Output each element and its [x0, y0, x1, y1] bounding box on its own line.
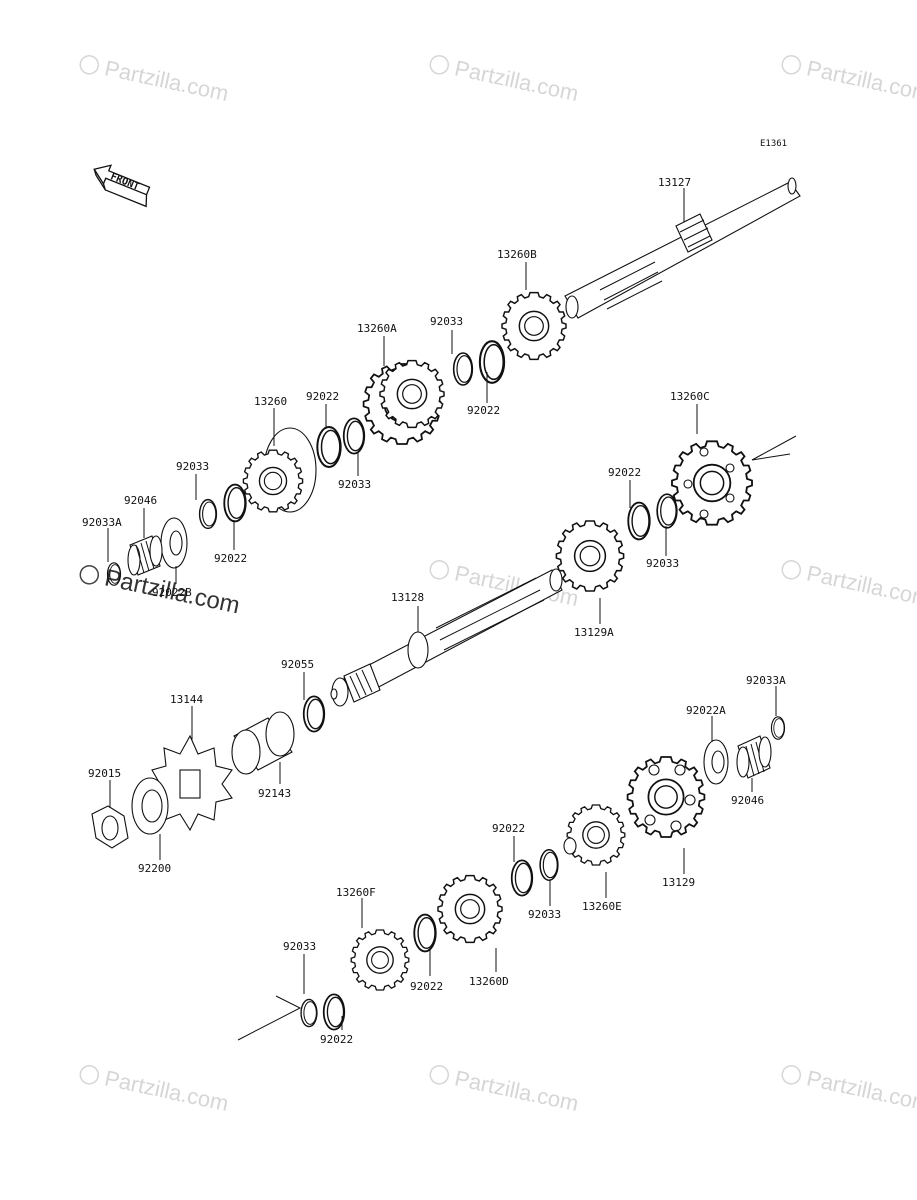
diagram-code: E1361: [760, 139, 787, 149]
gear-13260D: [437, 874, 503, 944]
circlip-92033: [198, 498, 218, 530]
gear-13260A-inner: [379, 359, 445, 429]
callout-13129: 13129: [662, 876, 695, 889]
callout-92143: 92143: [258, 787, 291, 800]
washer-92022A: [703, 739, 729, 785]
circlip-92033A-lower: [770, 716, 786, 740]
watermark-text: Partzilla.com: [102, 55, 230, 106]
callout-13260D: 13260D: [469, 975, 509, 988]
callout-92022-upper: 92022: [467, 404, 500, 417]
callout-92046-lower: 92046: [731, 794, 764, 807]
callout-13260E: 13260E: [582, 900, 622, 913]
shaft-13128: [330, 568, 563, 707]
circlip-92033: [539, 849, 559, 881]
gear-13260F: [350, 929, 410, 991]
callout-13127: 13127: [658, 176, 691, 189]
callout-92022A: 92022A: [686, 704, 726, 717]
shaft-13127: [564, 177, 801, 319]
callout-92033A-lower: 92033A: [746, 674, 786, 687]
sprocket-13144: [149, 734, 233, 832]
callout-92022-left: 92022: [214, 552, 247, 565]
watermark: Partzilla.com: [781, 55, 917, 106]
bearing-92046-lower: [736, 735, 772, 779]
watermark: Partzilla.com: [79, 1065, 231, 1116]
callout-92033-upper: 92033: [430, 315, 463, 328]
watermark: Partzilla.com: [79, 55, 231, 106]
gear-13260B: [501, 291, 567, 361]
circlip-92033: [342, 417, 366, 455]
callout-92055: 92055: [281, 658, 314, 671]
circlip-92033: [300, 998, 318, 1028]
ring-92022: [478, 340, 506, 384]
gear-13260C: [671, 440, 753, 526]
callout-92033-bottom-right: 92033: [528, 908, 561, 921]
callout-92033-mid: 92033: [338, 478, 371, 491]
callout-13260: 13260: [254, 395, 287, 408]
callout-92046-upper: 92046: [124, 494, 157, 507]
nut-92015: [91, 805, 129, 849]
callout-13260C: 13260C: [670, 390, 710, 403]
gear-13129A: [555, 520, 625, 592]
watermark: Partzilla.com: [429, 55, 581, 106]
callout-13128: 13128: [391, 591, 424, 604]
callout-92200: 92200: [138, 862, 171, 875]
callout-92033-right: 92033: [646, 557, 679, 570]
callout-13144: 13144: [170, 693, 203, 706]
circlip-92033: [452, 352, 474, 386]
callout-92033-left: 92033: [176, 460, 209, 473]
callout-92022-mid: 92022: [306, 390, 339, 403]
ring-92022: [413, 913, 437, 953]
watermark-text: Partzilla.com: [102, 1065, 230, 1116]
front-label: FRONT: [109, 171, 141, 192]
gear-13260E: [563, 804, 626, 866]
ring-92022: [223, 483, 247, 523]
watermark: Partzilla.com: [429, 1065, 581, 1116]
callout-92022-bottom: 92022: [410, 980, 443, 993]
gear-13129: [626, 755, 706, 839]
callout-92022-bottom-left: 92022: [320, 1033, 353, 1046]
washer-92022B: [160, 517, 188, 569]
ring-92022: [627, 501, 651, 541]
callout-13260A: 13260A: [357, 322, 397, 335]
callout-92022-right: 92022: [608, 466, 641, 479]
watermark-text: Partzilla.com: [452, 1065, 580, 1116]
collar-92143: [231, 711, 295, 775]
watermark-text: Partzilla.com: [804, 560, 917, 611]
ring-92055: [302, 695, 326, 733]
callout-92033A-upper: 92033A: [82, 516, 122, 529]
gear-13260: [242, 427, 317, 513]
front-arrow-icon: FRONT: [93, 164, 151, 208]
watermark: Partzilla.com: [781, 560, 917, 611]
bearing-92046-upper: [127, 535, 163, 576]
watermark-text: Partzilla.com: [804, 1065, 917, 1116]
ring-92022: [322, 993, 346, 1031]
watermark: Partzilla.com: [781, 1065, 917, 1116]
circlip-92033: [656, 493, 678, 529]
ring-92022: [510, 859, 534, 897]
callout-92015: 92015: [88, 767, 121, 780]
callout-13260B: 13260B: [497, 248, 537, 261]
ring-92022: [316, 426, 342, 468]
callout-92022-bottom-right: 92022: [492, 822, 525, 835]
washer-92200: [131, 777, 169, 835]
watermark-group: Partzilla.com Partzilla.com Partzilla.co…: [79, 55, 917, 1116]
watermark-text: Partzilla.com: [804, 55, 917, 106]
callout-92022B: 92022B: [152, 586, 192, 599]
callout-92033-bottom-left: 92033: [283, 940, 316, 953]
watermark-text: Partzilla.com: [452, 55, 580, 106]
callout-13129A: 13129A: [574, 626, 614, 639]
callout-13260F: 13260F: [336, 886, 376, 899]
